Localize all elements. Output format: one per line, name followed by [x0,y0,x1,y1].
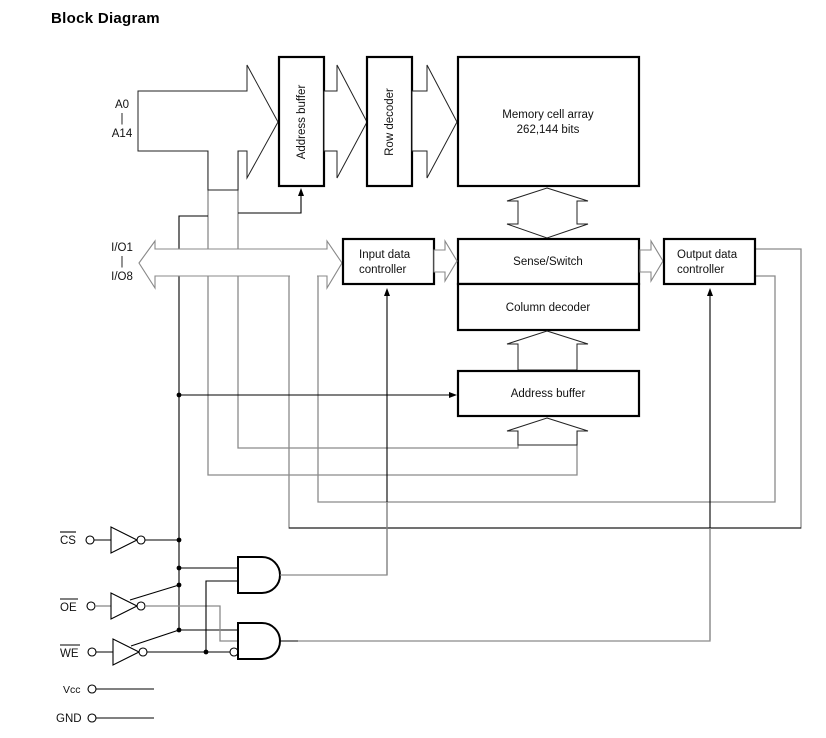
addr-wire-a [207,151,578,476]
bus-memory-sense [506,187,589,239]
io-bus [138,239,343,290]
addr-buf-ctrl [238,192,302,214]
and-gate-oe-icon [237,556,281,594]
inverter-oe-icon [110,592,139,620]
bus-sense-to-output [639,239,664,283]
pin-we-icon [87,647,97,657]
bus-rowdec-to-memory [411,64,458,179]
address-buffer-col-label: Address buffer [511,388,586,400]
bus-input-to-sense [433,239,458,283]
bubble-oe [136,601,146,611]
pin-vcc-icon [87,684,97,694]
output-data-controller-block [662,237,757,286]
bubble-cs [136,535,146,545]
cs-bus [178,215,208,632]
sense-switch-label: Sense/Switch [513,256,583,268]
column-decoder-label: Column decoder [506,302,591,314]
diagram-title: Block Diagram [51,10,160,27]
label-gnd: GND [56,713,82,725]
label-cs: CS [60,535,76,547]
pin-cs-icon [85,535,95,545]
pin-gnd-icon [87,713,97,723]
label-oe: OE [60,602,77,614]
label-io1: I/O1 [111,242,133,254]
label-a14: A14 [112,128,133,140]
input-ctrl-label-2: controller [359,264,406,276]
bus-coladdr-to-coldec [506,330,589,371]
label-addr-sep: | [121,113,124,125]
label-io-sep: | [121,256,124,268]
input-ctrl-label-1: Input data [359,249,411,261]
sense-switch-block [456,237,641,286]
arrowhead [298,188,304,196]
column-decoder-block [456,282,641,332]
arrowhead [384,288,390,296]
pin-oe-icon [86,601,96,611]
label-io8: I/O8 [111,271,133,283]
bus-into-coladdr [506,417,589,446]
control-logic: CS OE WE [56,502,711,725]
address-buffer-col-block [456,369,641,418]
junction [176,392,182,398]
address-buffer-row-label: Address buffer [296,85,308,160]
and-gate-we-icon [237,622,281,660]
address-wiring [207,151,802,575]
address-input-bus [137,64,279,191]
label-vcc: Vcc [63,684,81,696]
arrowhead [707,288,713,296]
output-ctrl-label-1: Output data [677,249,738,261]
inverter-cs-icon [110,526,139,554]
memory-array-capacity: 262,144 bits [517,124,580,136]
label-we: WE [60,648,79,660]
bubble-we [138,647,148,657]
memory-cell-array-block [456,55,641,188]
arrowhead [449,392,457,398]
input-data-controller-block [341,237,436,286]
label-a0: A0 [115,99,129,111]
memory-array-label: Memory cell array [502,109,594,121]
row-decoder-label: Row decoder [384,88,396,156]
inverter-we-icon [112,638,141,666]
output-ctrl-label-2: controller [677,264,724,276]
bubble-we-gate [229,647,239,657]
io-wire-a [317,275,776,503]
bus-addrbuf-to-rowdec [323,64,368,179]
